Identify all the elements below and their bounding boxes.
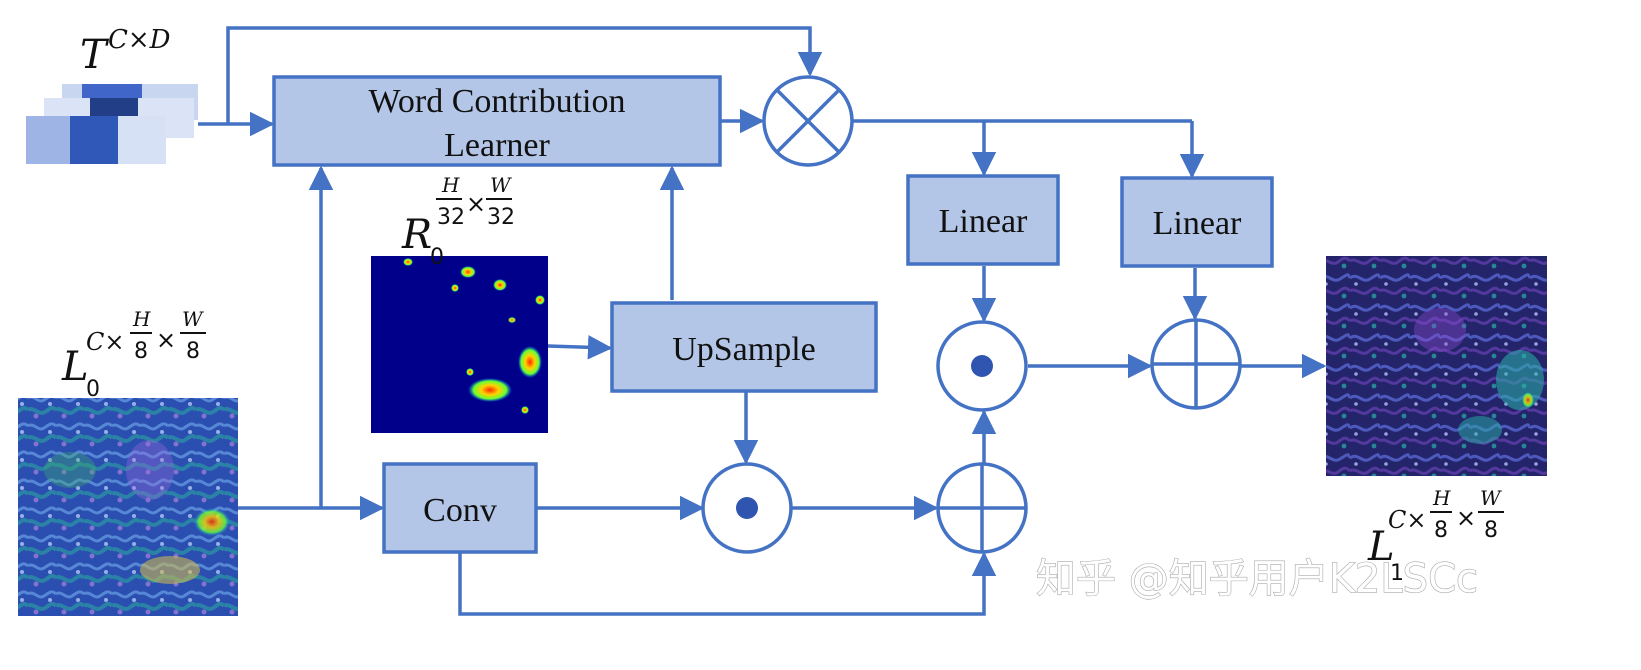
svg-text:32: 32 <box>437 205 465 230</box>
svg-text:C×: C× <box>1388 506 1426 534</box>
svg-text:C×: C× <box>86 328 124 356</box>
r0-heatmap-image <box>371 256 548 433</box>
watermark-text: 知乎 @知乎用户K2LSCc <box>1036 556 1478 602</box>
token-stack-image <box>26 84 198 164</box>
svg-text:W: W <box>490 173 512 197</box>
box-linear-right: Linear <box>1120 176 1274 268</box>
svg-text:0: 0 <box>430 245 444 270</box>
symbol-r0: R 0 H 32 × W 32 <box>401 173 515 270</box>
l1-output-image <box>1326 256 1547 476</box>
svg-text:Linear: Linear <box>1153 205 1242 242</box>
elementwise-product-operator-1 <box>701 462 793 554</box>
svg-text:C×D: C×D <box>108 25 171 55</box>
svg-text:L: L <box>61 344 89 390</box>
svg-text:W: W <box>182 307 204 331</box>
svg-text:×: × <box>1456 504 1476 532</box>
svg-text:Conv: Conv <box>423 492 497 529</box>
box-word-contribution-learner: Word Contribution Learner <box>272 75 722 167</box>
box-conv: Conv <box>382 462 538 554</box>
symbol-l1: L 1 C× H 8 × W 8 <box>1367 486 1504 586</box>
sum-operator-1 <box>936 462 1028 554</box>
svg-text:×: × <box>466 190 486 218</box>
sum-operator-2 <box>1150 318 1242 410</box>
svg-text:T: T <box>80 32 110 78</box>
svg-text:H: H <box>441 173 460 197</box>
svg-text:32: 32 <box>487 205 515 230</box>
svg-text:Linear: Linear <box>939 203 1028 240</box>
svg-text:UpSample: UpSample <box>672 331 816 368</box>
svg-text:W: W <box>1480 486 1502 510</box>
edge-conv-residual <box>458 551 997 616</box>
svg-text:×: × <box>156 326 176 354</box>
symbol-l0: L 0 C× H 8 × W 8 <box>61 307 206 402</box>
symbol-t: T C×D <box>80 25 171 78</box>
svg-text:L: L <box>1367 524 1395 570</box>
svg-text:8: 8 <box>186 339 200 364</box>
svg-text:0: 0 <box>86 377 100 402</box>
svg-text:H: H <box>132 307 151 331</box>
svg-text:8: 8 <box>1434 518 1448 543</box>
svg-text:1: 1 <box>1390 561 1404 586</box>
edge-t-to-multiply <box>226 26 823 124</box>
svg-text:Word Contribution: Word Contribution <box>369 83 626 120</box>
svg-text:Learner: Learner <box>444 127 550 164</box>
l0-feature-image <box>18 398 238 616</box>
svg-text:8: 8 <box>134 339 148 364</box>
svg-text:8: 8 <box>1484 518 1498 543</box>
connections <box>198 26 1327 616</box>
multiply-operator <box>762 75 854 167</box>
box-upsample: UpSample <box>610 301 878 393</box>
svg-text:H: H <box>1432 486 1451 510</box>
svg-text:R: R <box>401 212 432 258</box>
elementwise-product-operator-2 <box>936 320 1028 412</box>
box-linear-left: Linear <box>906 174 1060 266</box>
edge-r0-to-upsample <box>547 335 613 360</box>
